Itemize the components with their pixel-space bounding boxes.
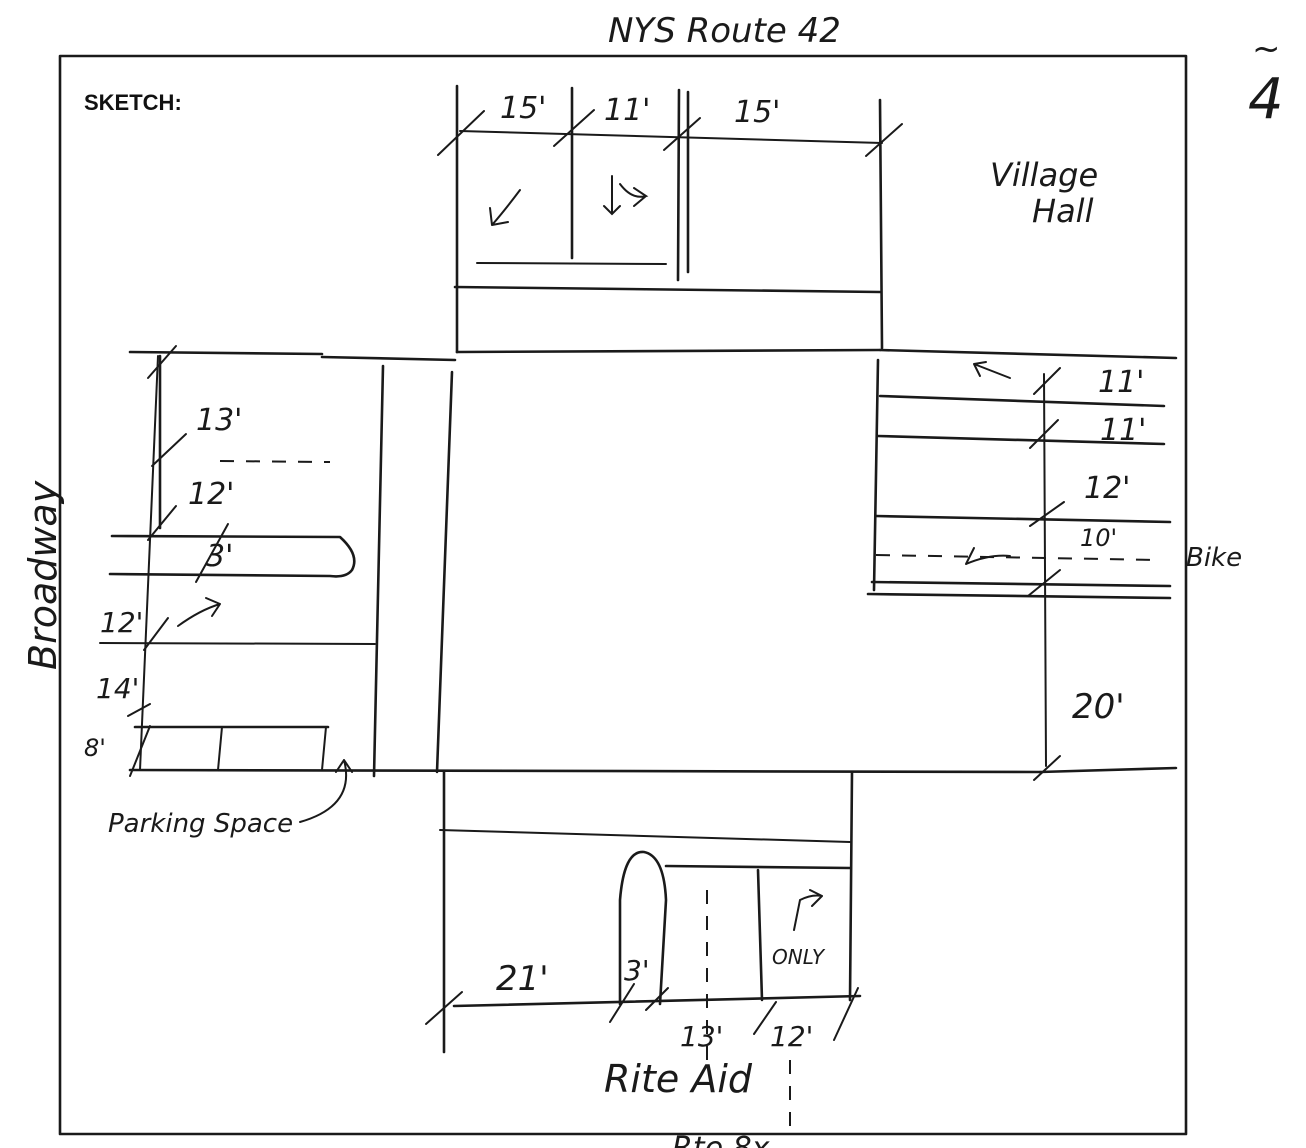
bike-lane-label: Bike — [1186, 543, 1242, 573]
north-dim-2: 11' — [604, 93, 650, 128]
south-right-turn-arrow — [793, 889, 823, 931]
landmark-hall: Hall — [1032, 192, 1094, 230]
west-dim-13: 13' — [196, 403, 242, 438]
page-mark: ~ — [1252, 29, 1281, 69]
north-through-right-arrow — [603, 175, 649, 216]
east-left-arrow — [973, 361, 1011, 379]
landmark-rite-aid: Rite Aid — [604, 1057, 753, 1101]
sketch-header-label: SKETCH: — [84, 90, 182, 115]
north-left-turn-arrow — [489, 189, 521, 226]
east-left-turn-arrow — [965, 547, 1011, 565]
right-turn-only-label: ONLY — [772, 945, 826, 969]
west-dim-12b: 12' — [100, 606, 143, 639]
south-dim-13: 13' — [680, 1020, 723, 1053]
sketch-frame — [58, 54, 1188, 1136]
west-street-name: Broadway — [21, 480, 65, 670]
south-dim-3: 3' — [624, 954, 650, 987]
west-right-turn-arrow — [177, 597, 221, 627]
west-dim-8: 8' — [84, 734, 106, 762]
east-dim-20: 20' — [1072, 687, 1125, 727]
page-number: 4 — [1248, 67, 1284, 132]
east-dim-2: 11' — [1100, 413, 1146, 448]
north-street-name: NYS Route 42 — [608, 11, 841, 51]
south-leg: 21' 3' 13' 12' ONLY — [425, 770, 862, 1130]
west-leg: 13' 12' 3' 12' 14' 8' Parking Space — [84, 345, 1178, 839]
west-dim-14: 14' — [96, 672, 139, 705]
north-dim-1: 15' — [500, 91, 546, 126]
east-dim-1: 11' — [1098, 365, 1144, 400]
north-leg: 15' 11' 15' — [437, 84, 903, 354]
south-dim-21: 21' — [496, 959, 549, 999]
west-dim-3: 3' — [206, 539, 233, 574]
east-dim-3: 12' — [1084, 471, 1130, 506]
north-dim-3: 15' — [734, 95, 780, 130]
landmark-village: Village — [990, 156, 1098, 194]
west-dim-12a: 12' — [188, 477, 234, 512]
south-dim-12: 12' — [770, 1020, 813, 1053]
south-street-name: Rte 8x — [672, 1131, 770, 1148]
parking-space-label: Parking Space — [108, 809, 293, 839]
east-dim-4: 10' — [1080, 524, 1117, 552]
parking-pointer-arrow — [299, 759, 353, 823]
east-leg: 11' 11' 12' 10' 20' Bike — [866, 348, 1242, 781]
